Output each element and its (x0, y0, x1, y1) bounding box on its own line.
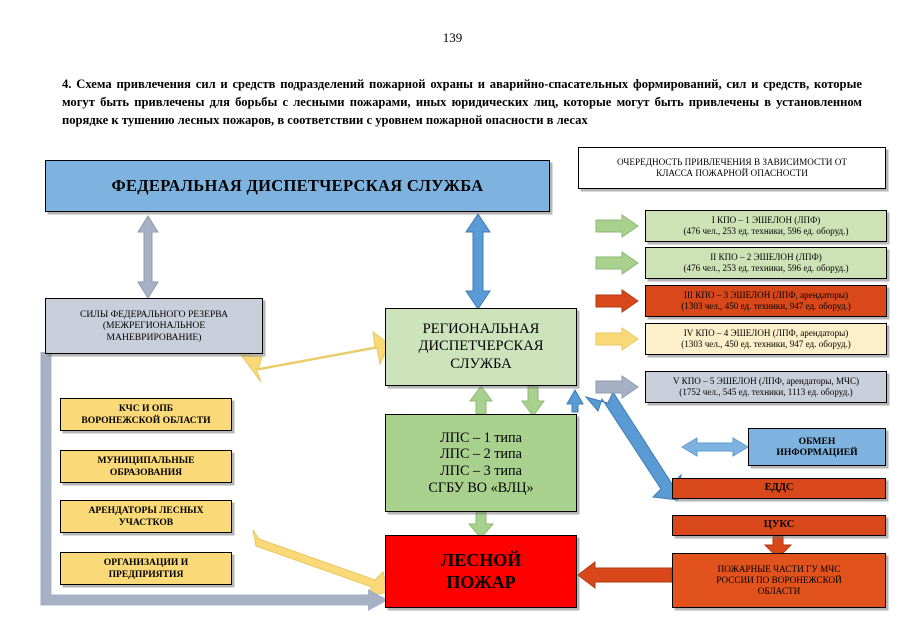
arrow-regional-to-lps (521, 385, 545, 417)
arrow-fireunits-to-fire (577, 560, 673, 590)
box-regional-dispatch-line-1: РЕГИОНАЛЬНАЯ (422, 321, 540, 338)
legend-echelon-3-title: III КПО – 3 ЭШЕЛОН (ЛПФ, арендаторы) (683, 290, 849, 301)
page-number: 139 (442, 30, 463, 45)
arrow-reserve-regional (239, 330, 390, 383)
box-federal-dispatch-service[interactable]: ФЕДЕРАЛЬНАЯ ДИСПЕТЧЕРСКАЯ СЛУЖБА (45, 160, 550, 212)
legend-echelon-4[interactable]: IV КПО – 4 ЭШЕЛОН (ЛПФ, арендаторы) (130… (645, 323, 887, 355)
legend-header-line-2: КЛАССА ПОЖАРНОЙ ОПАСНОСТИ (656, 168, 808, 178)
arrow-fed-regional (465, 213, 491, 310)
legend-echelon-5-title: V КПО – 5 ЭШЕЛОН (ЛПФ, арендаторы, МЧС) (672, 376, 860, 387)
box-information-exchange[interactable]: ОБМЕН ИНФОРМАЦИЕЙ (748, 428, 886, 466)
legend-echelon-2-detail: (476 чел., 253 ед. техники, 596 ед. обор… (683, 263, 849, 273)
box-federal-reserve-line-1: СИЛЫ ФЕДЕРАЛЬНОГО РЕЗЕРВА (79, 309, 229, 321)
box-participant-organizations-line-1: ОРГАНИЗАЦИИ И (103, 557, 189, 569)
page-title: 4. Схема привлечения сил и средств подра… (62, 77, 862, 127)
box-lps-line-2: ЛПС – 2 типа (440, 446, 522, 463)
legend-echelon-3[interactable]: III КПО – 3 ЭШЕЛОН (ЛПФ, арендаторы) (13… (645, 285, 887, 317)
box-participant-forest-tenants[interactable]: АРЕНДАТОРЫ ЛЕСНЫХ УЧАСТКОВ (60, 500, 232, 533)
legend-arrow-2 (595, 251, 639, 275)
arrow-info-exchange (681, 437, 749, 457)
box-information-exchange-line-1: ОБМЕН (798, 435, 836, 447)
arrow-participants-to-fire (252, 529, 389, 597)
arrow-regional-lps-right (566, 388, 584, 413)
box-participant-forest-tenants-line-1: АРЕНДАТОРЫ ЛЕСНЫХ (88, 505, 204, 517)
box-federal-reserve-line-3: МАНЕВРИРОВАНИЕ) (106, 331, 202, 343)
box-fire-units-line-1: ПОЖАРНЫЕ ЧАСТИ ГУ МЧС (717, 564, 841, 575)
legend-echelon-2[interactable]: II КПО – 2 ЭШЕЛОН (ЛПФ) (476 чел., 253 е… (645, 247, 887, 279)
box-forest-fire-line-1: ЛЕСНОЙ (440, 550, 522, 571)
box-forest-fire-line-2: ПОЖАР (446, 571, 516, 592)
box-participant-municipal[interactable]: МУНИЦИПАЛЬНЫЕ ОБРАЗОВАНИЯ (60, 450, 232, 483)
box-participant-organizations[interactable]: ОРГАНИЗАЦИИ И ПРЕДПРИЯТИЯ (60, 552, 232, 585)
legend-echelon-4-detail: (1303 чел., 450 ед. техники, 947 ед. обо… (681, 339, 851, 349)
legend-echelon-1[interactable]: I КПО – 1 ЭШЕЛОН (ЛПФ) (476 чел., 253 ед… (645, 210, 887, 242)
box-cuks-label: ЦУКС (763, 519, 795, 531)
legend-echelon-1-detail: (476 чел., 253 ед. техники, 596 ед. обор… (683, 226, 849, 236)
box-fire-units-mchs[interactable]: ПОЖАРНЫЕ ЧАСТИ ГУ МЧС РОССИИ ПО ВОРОНЕЖС… (672, 553, 886, 608)
legend-arrow-1 (595, 214, 639, 238)
box-lps-types[interactable]: ЛПС – 1 типа ЛПС – 2 типа ЛПС – 3 типа С… (385, 414, 577, 512)
box-eddc[interactable]: ЕДДС (672, 478, 886, 499)
legend-echelon-5[interactable]: V КПО – 5 ЭШЕЛОН (ЛПФ, арендаторы, МЧС) … (645, 371, 887, 403)
box-fire-units-line-2: РОССИИ ПО ВОРОНЕЖСКОЙ (716, 575, 842, 586)
box-participant-organizations-line-2: ПРЕДПРИЯТИЯ (108, 568, 184, 580)
box-lps-line-4: СГБУ ВО «ВЛЦ» (428, 479, 534, 496)
box-fire-units-line-3: ОБЛАСТИ (757, 585, 801, 596)
box-forest-fire[interactable]: ЛЕСНОЙ ПОЖАР (385, 535, 577, 608)
legend-echelon-3-detail: (1303 чел., 450 ед. техники, 947 ед. обо… (681, 301, 851, 311)
arrow-lps-to-regional (469, 385, 493, 415)
box-participant-kchs[interactable]: КЧС И ОПБ ВОРОНЕЖСКОЙ ОБЛАСТИ (60, 398, 232, 431)
legend-echelon-2-title: II КПО – 2 ЭШЕЛОН (ЛПФ) (710, 252, 822, 263)
box-federal-reserve-line-2: (МЕЖРЕГИОНАЛЬНОЕ (102, 320, 206, 332)
legend-arrow-3 (595, 289, 639, 313)
legend-header: ОЧЕРЕДНОСТЬ ПРИВЛЕЧЕНИЯ В ЗАВИСИМОСТИ ОТ… (578, 147, 886, 189)
box-participant-kchs-line-2: ВОРОНЕЖСКОЙ ОБЛАСТИ (81, 414, 211, 426)
box-cuks[interactable]: ЦУКС (672, 515, 886, 536)
arrow-fed-dispatch-reserve (137, 215, 159, 299)
legend-echelon-1-title: I КПО – 1 ЭШЕЛОН (ЛПФ) (711, 215, 821, 226)
box-federal-dispatch-service-label: ФЕДЕРАЛЬНАЯ ДИСПЕТЧЕРСКАЯ СЛУЖБА (111, 176, 484, 196)
legend-arrow-4 (595, 327, 639, 351)
legend-echelon-4-title: IV КПО – 4 ЭШЕЛОН (ЛПФ, арендаторы) (683, 328, 849, 339)
box-regional-dispatch-service[interactable]: РЕГИОНАЛЬНАЯ ДИСПЕТЧЕРСКАЯ СЛУЖБА (385, 308, 577, 386)
legend-arrow-5 (595, 375, 639, 399)
box-lps-line-1: ЛПС – 1 типа (440, 429, 522, 446)
box-regional-dispatch-line-3: СЛУЖБА (450, 355, 512, 372)
box-federal-reserve-forces[interactable]: СИЛЫ ФЕДЕРАЛЬНОГО РЕЗЕРВА (МЕЖРЕГИОНАЛЬН… (45, 298, 263, 354)
box-eddc-label: ЕДДС (764, 482, 794, 494)
box-regional-dispatch-line-2: ДИСПЕТЧЕРСКАЯ (418, 338, 544, 355)
box-participant-forest-tenants-line-2: УЧАСТКОВ (118, 516, 174, 528)
legend-echelon-5-detail: (1752 чел., 545 ед. техники, 1113 ед. об… (679, 387, 853, 397)
arrow-lps-to-eddc (584, 390, 682, 501)
box-participant-municipal-line-2: ОБРАЗОВАНИЯ (109, 466, 183, 478)
box-information-exchange-line-2: ИНФОРМАЦИЕЙ (776, 447, 858, 458)
legend-header-line-1: ОЧЕРЕДНОСТЬ ПРИВЛЕЧЕНИЯ В ЗАВИСИМОСТИ ОТ (617, 157, 847, 168)
box-participant-kchs-line-1: КЧС И ОПБ (118, 403, 174, 415)
box-participant-municipal-line-1: МУНИЦИПАЛЬНЫЕ (97, 455, 195, 467)
box-lps-line-3: ЛПС – 3 типа (440, 463, 522, 479)
